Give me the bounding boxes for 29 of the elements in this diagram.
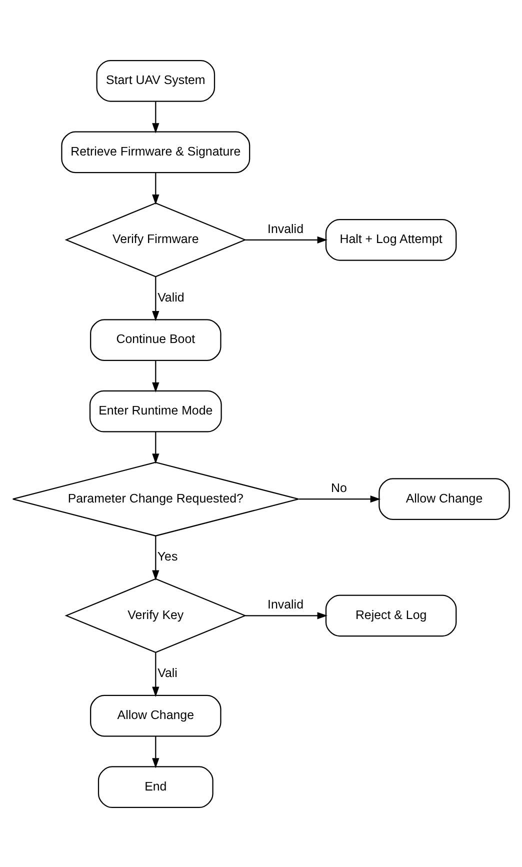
node-box: Allow Change [90,694,222,736]
edge-label: Invalid [268,597,304,612]
node-box: Continue Boot [90,318,222,360]
node-diamond: Verify Firmware [64,202,247,277]
node-box: Retrieve Firmware & Signature [61,130,250,173]
arrow [152,652,160,696]
arrow [245,612,328,619]
edge-label: Valid [158,290,184,304]
node-box: Reject & Log [325,594,457,636]
node-box: Halt + Log Attempt [325,218,457,260]
edge-label: Yes [157,549,178,564]
arrow [152,101,160,133]
arrow [298,495,381,502]
arrow [152,360,160,392]
arrow [152,736,160,768]
arrow [245,236,328,243]
arrow [152,431,160,464]
node-box: Enter Runtime Mode [89,390,222,432]
edge-label: Vali [158,666,178,680]
arrow [152,276,160,321]
node-diamond: Verify Key [64,578,247,653]
node-box: Start UAV System [96,59,216,102]
node-diamond: Parameter Change Requested? [12,461,300,536]
node-box: End [98,766,214,808]
edge-label: No [330,480,347,495]
node-box: Allow Change [378,478,510,520]
arrow [152,172,160,204]
edge-label: Invalid [268,221,304,236]
arrow [152,536,160,580]
